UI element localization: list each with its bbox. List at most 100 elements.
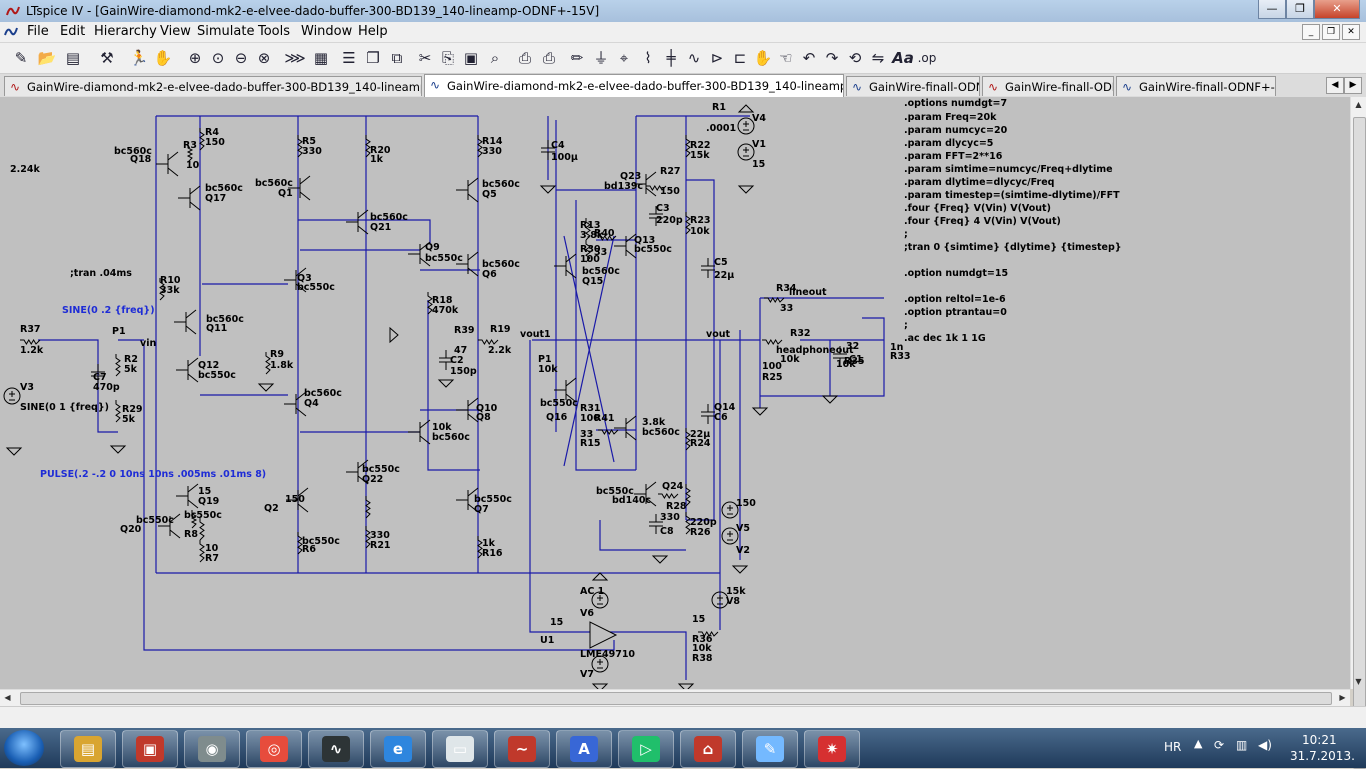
open-icon[interactable]: 📂	[37, 49, 57, 67]
sync-icon[interactable]: ⟳	[1214, 738, 1225, 752]
menu-help[interactable]: Help	[358, 24, 388, 39]
ground-symbol	[737, 185, 755, 194]
print-preview-icon[interactable]: ⎙	[518, 49, 531, 67]
paste-icon[interactable]: ▣	[463, 49, 479, 67]
language-indicator[interactable]: HR	[1164, 740, 1182, 754]
resistor-symbol	[685, 212, 691, 235]
menu-edit[interactable]: Edit	[60, 24, 86, 39]
redo-icon[interactable]: ↷	[825, 49, 839, 67]
ground-symbol	[751, 407, 769, 416]
taskbar-app-button[interactable]: ∼	[494, 730, 550, 768]
rotate-icon[interactable]: ⟲	[848, 49, 862, 67]
close-button[interactable]: ✕	[1314, 0, 1360, 19]
save-icon[interactable]: ▤	[65, 49, 81, 67]
tray-arrow-icon[interactable]: ▲	[1194, 737, 1203, 750]
tile-horizontal-icon[interactable]: ☰	[342, 49, 356, 67]
vertical-scroll-thumb[interactable]	[1353, 117, 1366, 769]
zoom-cancel-icon[interactable]: ⊗	[257, 49, 271, 67]
move-icon[interactable]: ✋	[753, 49, 773, 67]
undo-icon[interactable]: ↶	[802, 49, 816, 67]
horizontal-scrollbar[interactable]: ◀ ▶	[0, 689, 1350, 707]
clock-date[interactable]: 31.7.2013.	[1290, 749, 1355, 763]
scroll-up-icon[interactable]: ▲	[1355, 100, 1362, 109]
taskbar-app-button[interactable]: ◉	[184, 730, 240, 768]
mdi-minimize-button[interactable]: _	[1302, 24, 1320, 40]
taskbar-app-button[interactable]: e	[370, 730, 426, 768]
cut-icon[interactable]: ✂	[418, 49, 432, 67]
tab-doc-4[interactable]: ∿GainWire-finall-ODNF	[982, 76, 1114, 96]
diode-icon[interactable]: ⊳	[710, 49, 724, 67]
schematic-label: 2.24k	[10, 164, 40, 175]
pan-icon[interactable]: ✋	[153, 49, 173, 67]
print-icon[interactable]: ⎙	[542, 49, 555, 67]
ground-icon[interactable]: ⏚	[593, 49, 609, 67]
zoom-out-icon[interactable]: ⊖	[234, 49, 248, 67]
new-schematic-icon[interactable]: ✎	[14, 49, 28, 67]
menu-file[interactable]: File	[27, 24, 49, 39]
menu-window[interactable]: Window	[301, 24, 353, 39]
inductor-icon[interactable]: ∿	[687, 49, 701, 67]
tab-doc-3[interactable]: ∿GainWire-finall-ODNF	[846, 76, 980, 96]
document-tabs: ∿GainWire-diamond-mk2-e-elvee-dado-buffe…	[0, 74, 1366, 98]
schematic-label: 1.8k	[270, 360, 294, 371]
component-icon[interactable]: ⊏	[733, 49, 747, 67]
menu-hierarchy[interactable]: Hierarchy	[94, 24, 157, 39]
taskbar-app-button[interactable]: ∿	[308, 730, 364, 768]
find-icon[interactable]: ⌕	[490, 49, 500, 67]
run-icon[interactable]: 🏃	[129, 49, 149, 67]
ground-symbol	[677, 683, 695, 689]
network-icon[interactable]: ▥	[1236, 738, 1248, 752]
maximize-button[interactable]: ❐	[1286, 0, 1314, 19]
document-icon[interactable]	[4, 25, 18, 39]
tab-doc-2[interactable]: ∿GainWire-diamond-mk2-e-elvee-dado-buffe…	[424, 74, 844, 97]
close-all-icon[interactable]: ⧉	[391, 49, 403, 67]
menu-view[interactable]: View	[160, 24, 191, 39]
volume-icon[interactable]: ◀)	[1258, 738, 1272, 752]
draw-wire-icon[interactable]: ✏	[570, 49, 584, 67]
taskbar-app-button[interactable]: A	[556, 730, 612, 768]
start-button-icon[interactable]	[4, 730, 44, 766]
spice-directive-icon[interactable]: .op	[917, 51, 937, 65]
vertical-scrollbar[interactable]: ▲ ▼	[1350, 97, 1366, 769]
menu-simulate[interactable]: Simulate	[197, 24, 255, 39]
tab-scroll-left-icon[interactable]: ◀	[1326, 77, 1344, 94]
taskbar-app-button[interactable]: ▣	[122, 730, 178, 768]
zoom-in-icon[interactable]: ⊕	[188, 49, 202, 67]
mdi-close-button[interactable]: ✕	[1342, 24, 1360, 40]
mirror-icon[interactable]: ⇋	[871, 49, 885, 67]
capacitor-icon[interactable]: ╪	[666, 49, 676, 67]
label-net-icon[interactable]: ⌖	[619, 49, 629, 67]
zoom-pan-icon[interactable]: ⊙	[211, 49, 225, 67]
taskbar-app-button[interactable]: ▭	[432, 730, 488, 768]
taskbar-app-button[interactable]: ▤	[60, 730, 116, 768]
drag-icon[interactable]: ☜	[779, 49, 793, 67]
resistor-icon[interactable]: ⌇	[644, 49, 652, 67]
taskbar-app-button[interactable]: ▷	[618, 730, 674, 768]
minimize-button[interactable]: —	[1258, 0, 1286, 19]
scroll-left-icon[interactable]: ◀	[4, 693, 11, 702]
taskbar-app-button[interactable]: ✎	[742, 730, 798, 768]
horizontal-scroll-thumb[interactable]	[20, 692, 1332, 705]
taskbar-app-button[interactable]: ◎	[246, 730, 302, 768]
grid-icon[interactable]: ▦	[313, 49, 329, 67]
resistor-symbol	[115, 400, 121, 423]
tab-doc-5[interactable]: ∿GainWire-finall-ODNF+-20V	[1116, 76, 1276, 96]
tab-doc-1[interactable]: ∿GainWire-diamond-mk2-e-elvee-dado-buffe…	[4, 76, 422, 96]
taskbar-app-button[interactable]: ⌂	[680, 730, 736, 768]
clock-time[interactable]: 10:21	[1302, 733, 1337, 747]
scroll-down-icon[interactable]: ▼	[1355, 677, 1362, 686]
schematic-label: 10k	[432, 422, 452, 433]
copy-icon[interactable]: ⎘	[441, 49, 454, 67]
autorange-icon[interactable]: ⋙	[284, 49, 306, 67]
control-panel-icon[interactable]: ⚒	[100, 49, 114, 67]
source-polarity	[727, 505, 733, 515]
menu-tools[interactable]: Tools	[258, 24, 291, 39]
taskbar-app-button[interactable]: ✷	[804, 730, 860, 768]
cascade-icon[interactable]: ❐	[366, 49, 380, 67]
text-icon[interactable]: Aa	[892, 49, 914, 67]
scroll-right-icon[interactable]: ▶	[1339, 693, 1346, 702]
mdi-restore-button[interactable]: ❐	[1322, 24, 1340, 40]
tab-scroll-right-icon[interactable]: ▶	[1344, 77, 1362, 94]
schematic-label: 150	[736, 498, 756, 509]
